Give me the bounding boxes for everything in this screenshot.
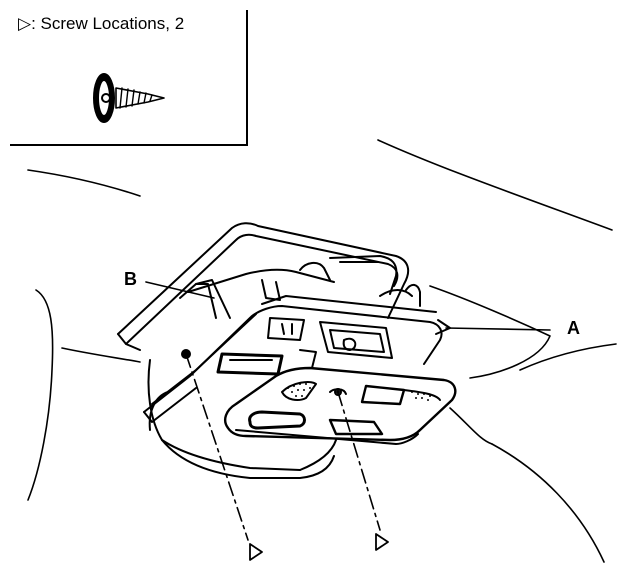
headliner-contours	[27, 139, 617, 563]
lens-stipple	[287, 383, 431, 401]
callout-leaders	[145, 281, 551, 541]
triangle-marker-icon	[375, 533, 389, 551]
legend-box	[10, 10, 248, 146]
legend-text: ▷: Screw Locations, 2	[18, 14, 185, 33]
callout-label-a: A	[567, 318, 580, 338]
front-lens-panel	[224, 366, 457, 445]
callout-label-b: B	[124, 269, 137, 289]
console-inner-tray	[179, 255, 421, 319]
roof-opening-frame	[117, 222, 410, 351]
console-housing	[147, 359, 337, 479]
screw-icon	[93, 73, 165, 123]
triangle-marker-icon	[249, 543, 263, 561]
screw-location-markers	[249, 533, 389, 561]
